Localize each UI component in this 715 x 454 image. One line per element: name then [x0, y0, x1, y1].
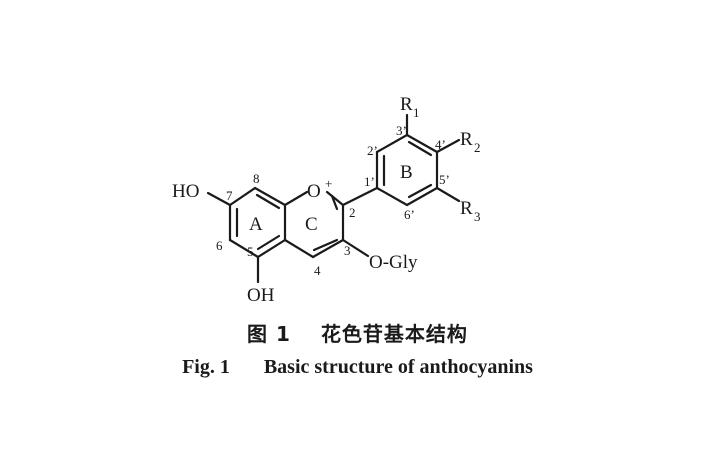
bonds [206, 113, 461, 284]
bond-c4-c4a [283, 238, 315, 259]
r1-subscript: 1 [413, 105, 420, 120]
position-8: 8 [253, 171, 260, 186]
position-5-prime: 5’ [439, 172, 450, 187]
position-7: 7 [226, 188, 233, 203]
bond-c5p-r3 [435, 186, 461, 203]
position-3-prime: 3’ [396, 123, 407, 138]
position-4: 4 [314, 263, 321, 278]
bond-a-inner-2 [256, 234, 281, 251]
position-1-prime: 1’ [364, 174, 375, 189]
position-4-prime: 4’ [435, 137, 446, 152]
position-3: 3 [344, 243, 351, 258]
bond-c8a-o1 [283, 190, 309, 207]
position-5: 5 [247, 244, 254, 259]
o-gly-label: O-Gly [369, 252, 418, 273]
ho-7-label: HO [172, 181, 199, 202]
position-2: 2 [349, 205, 356, 220]
position-2-prime: 2’ [367, 143, 378, 158]
r3-label: R [460, 198, 473, 219]
ring-a-label: A [249, 214, 263, 235]
caption-cn-title: 花色苷基本结构 [320, 322, 468, 346]
ring-c-label: C [305, 214, 318, 235]
bond-b-inner-2 [407, 140, 433, 157]
caption-en-label: Fig. 1 [182, 356, 230, 378]
oh-5-label: OH [247, 285, 275, 306]
bond-c2p-c3p [375, 133, 409, 154]
bond-o1-c2 [325, 190, 345, 207]
bond-c4p-r2 [435, 138, 461, 154]
bond-c8-c7 [228, 186, 257, 207]
bond-c6p-c1p [375, 186, 409, 207]
bond-c3p-c4p [405, 133, 439, 154]
bond-c6-c5 [228, 238, 260, 259]
bond-c-inner-1 [330, 194, 339, 211]
bond-c3-c4 [311, 238, 345, 259]
oxonium-o-label: O [307, 181, 321, 202]
oxonium-plus-label: + [325, 176, 332, 191]
bond-c7-oh [206, 191, 232, 207]
bond-b-inner-3 [407, 183, 433, 199]
position-6-prime: 6’ [404, 207, 415, 222]
ring-labels: A B C [249, 162, 413, 235]
caption-en-title: Basic structure of anthocyanins [263, 356, 533, 378]
bond-c3-ogly [341, 238, 370, 258]
atom-labels: HO OH O-Gly O + R 1 R 2 R 3 [172, 94, 481, 306]
r3-subscript: 3 [474, 209, 481, 224]
bond-c8a-c8 [253, 186, 287, 207]
bond-c2-c1p [341, 186, 379, 207]
ring-b-label: B [400, 162, 413, 183]
position-numbers: 8 7 6 5 4 3 2 1’ 2’ 3’ 4’ 5’ 6’ [216, 123, 450, 278]
bond-c5p-c6p [405, 186, 439, 207]
bond-c-inner-2 [312, 238, 339, 252]
r2-subscript: 2 [474, 140, 481, 155]
caption-cn-label: 图 1 [247, 322, 291, 346]
caption-chinese: 图 1 花色苷基本结构 [0, 318, 715, 347]
bond-a-inner-3 [255, 193, 281, 210]
r1-label: R [400, 94, 413, 115]
bond-c5-c4a [256, 238, 287, 259]
caption-english: Fig. 1 Basic structure of anthocyanins [0, 356, 715, 379]
position-6: 6 [216, 238, 223, 253]
r2-label: R [460, 129, 473, 150]
